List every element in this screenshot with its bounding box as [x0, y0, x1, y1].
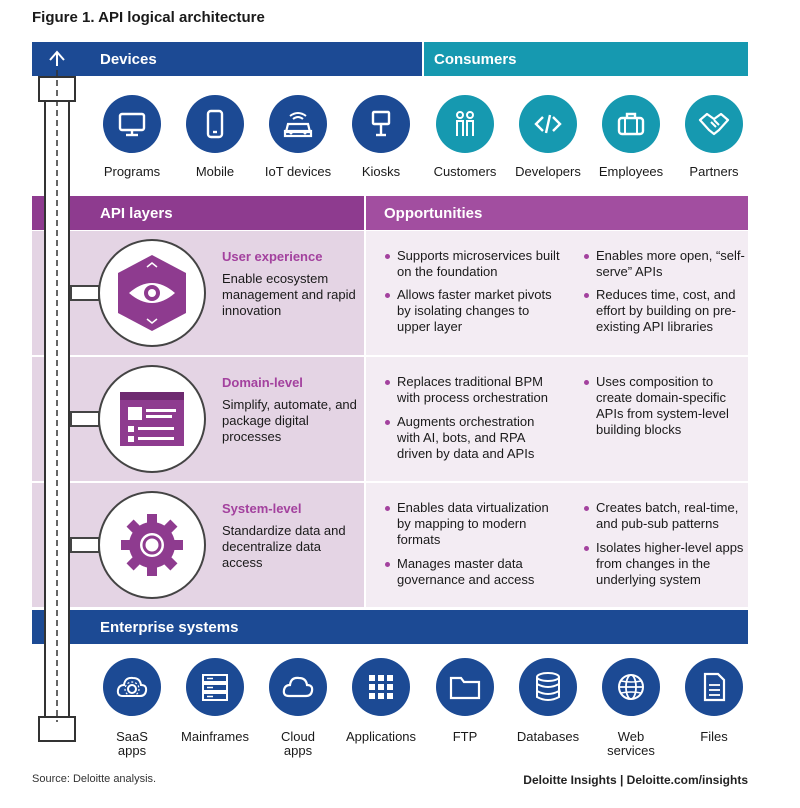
handshake-icon [685, 95, 743, 153]
devices-header-label: Devices [100, 50, 157, 68]
domain-opportunity-bullet: Uses composition to create domain-specif… [584, 374, 744, 438]
device-label-kiosks: Kiosks [361, 164, 401, 179]
file-icon [685, 658, 743, 716]
arrow-up-icon [49, 50, 65, 66]
device-label-mobile: Mobile [195, 164, 235, 179]
cloud-gear-icon [103, 658, 161, 716]
ux-opportunity-bullet: Allows faster market pivots by isolating… [385, 287, 560, 335]
opportunities-header: Opportunities [366, 196, 748, 230]
layer-domain-title: Domain-level [222, 375, 303, 390]
layer-domain-connector [70, 411, 100, 427]
server-icon [186, 658, 244, 716]
cloud-icon [269, 658, 327, 716]
grid-icon [352, 658, 410, 716]
brand-footer: Deloitte Insights | Deloitte.com/insight… [523, 773, 748, 787]
system-label-saas: SaaS apps [116, 729, 148, 758]
system-opportunity-bullet: Enables data virtualization by mapping t… [385, 500, 560, 548]
api-layers-header-label: API layers [100, 204, 173, 222]
eye-icon [118, 255, 186, 331]
system-label-ftp: FTP [452, 729, 478, 744]
system-label-mainframes: Mainframes [181, 729, 249, 744]
ux-opportunity-bullet: Supports microservices built on the foun… [385, 248, 560, 280]
system-label-web-services: Web services [607, 729, 655, 758]
gear-icon [121, 514, 183, 576]
ux-opportunity-bullet: Enables more open, “self-serve” APIs [584, 248, 750, 280]
layer-system-title: System-level [222, 501, 302, 516]
layer-system-opportunities [366, 483, 748, 607]
enterprise-header-label: Enterprise systems [100, 618, 239, 636]
device-label-programs: Programs [103, 164, 161, 179]
layer-ux-description: Enable ecosystem management and rapid in… [222, 271, 356, 318]
enterprise-header: Enterprise systems [32, 610, 748, 644]
car-icon [269, 95, 327, 153]
layer-system-description: Standardize data and decentralize data a… [222, 523, 346, 570]
form-window-icon [120, 392, 184, 446]
system-opportunity-bullet: Creates batch, real-time, and pub-sub pa… [584, 500, 750, 532]
consumer-label-partners: Partners [689, 164, 739, 179]
folder-icon [436, 658, 494, 716]
system-label-files: Files [700, 729, 728, 744]
ux-opportunity-bullet: Reduces time, cost, and effort by buildi… [584, 287, 750, 335]
layer-domain-opportunities [366, 357, 748, 481]
layer-ux-emblem [98, 239, 206, 347]
layer-ux-opportunities [366, 231, 748, 355]
code-icon [519, 95, 577, 153]
system-opportunity-bullet: Isolates higher-level apps from changes … [584, 540, 750, 588]
domain-opportunity-bullet: Replaces traditional BPM with process or… [385, 374, 560, 406]
source-note: Source: Deloitte analysis. [32, 773, 157, 785]
layer-ux-title: User experience [222, 249, 323, 264]
figure-title: Figure 1. API logical architecture [32, 9, 265, 26]
briefcase-icon [602, 95, 660, 153]
database-icon [519, 658, 577, 716]
mobile-icon [186, 95, 244, 153]
consumer-label-customers: Customers [433, 164, 497, 179]
domain-opportunity-bullet: Augments orchestration with AI, bots, an… [385, 414, 560, 462]
devices-header: Devices [32, 42, 422, 76]
layer-domain-description: Simplify, automate, and package digital … [222, 397, 357, 444]
consumers-header-label: Consumers [434, 50, 517, 68]
globe-icon [602, 658, 660, 716]
system-label-applications: Applications [345, 729, 417, 744]
opportunities-header-label: Opportunities [384, 204, 483, 222]
consumers-header: Consumers [424, 42, 748, 76]
api-layers-header: API layers [32, 196, 364, 230]
layer-system-connector [70, 537, 100, 553]
system-label-databases: Databases [516, 729, 580, 744]
layer-system-emblem [98, 491, 206, 599]
system-opportunity-bullet: Manages master data governance and acces… [385, 556, 560, 588]
kiosk-icon [352, 95, 410, 153]
consumer-label-developers: Developers [515, 164, 581, 179]
monitor-icon [103, 95, 161, 153]
people-icon [436, 95, 494, 153]
layer-ux-connector [70, 285, 100, 301]
consumer-label-employees: Employees [598, 164, 664, 179]
device-label-iot: IoT devices [264, 164, 332, 179]
pipe-graphic [38, 62, 76, 742]
system-label-cloud: Cloud apps [281, 729, 315, 758]
layer-domain-emblem [98, 365, 206, 473]
